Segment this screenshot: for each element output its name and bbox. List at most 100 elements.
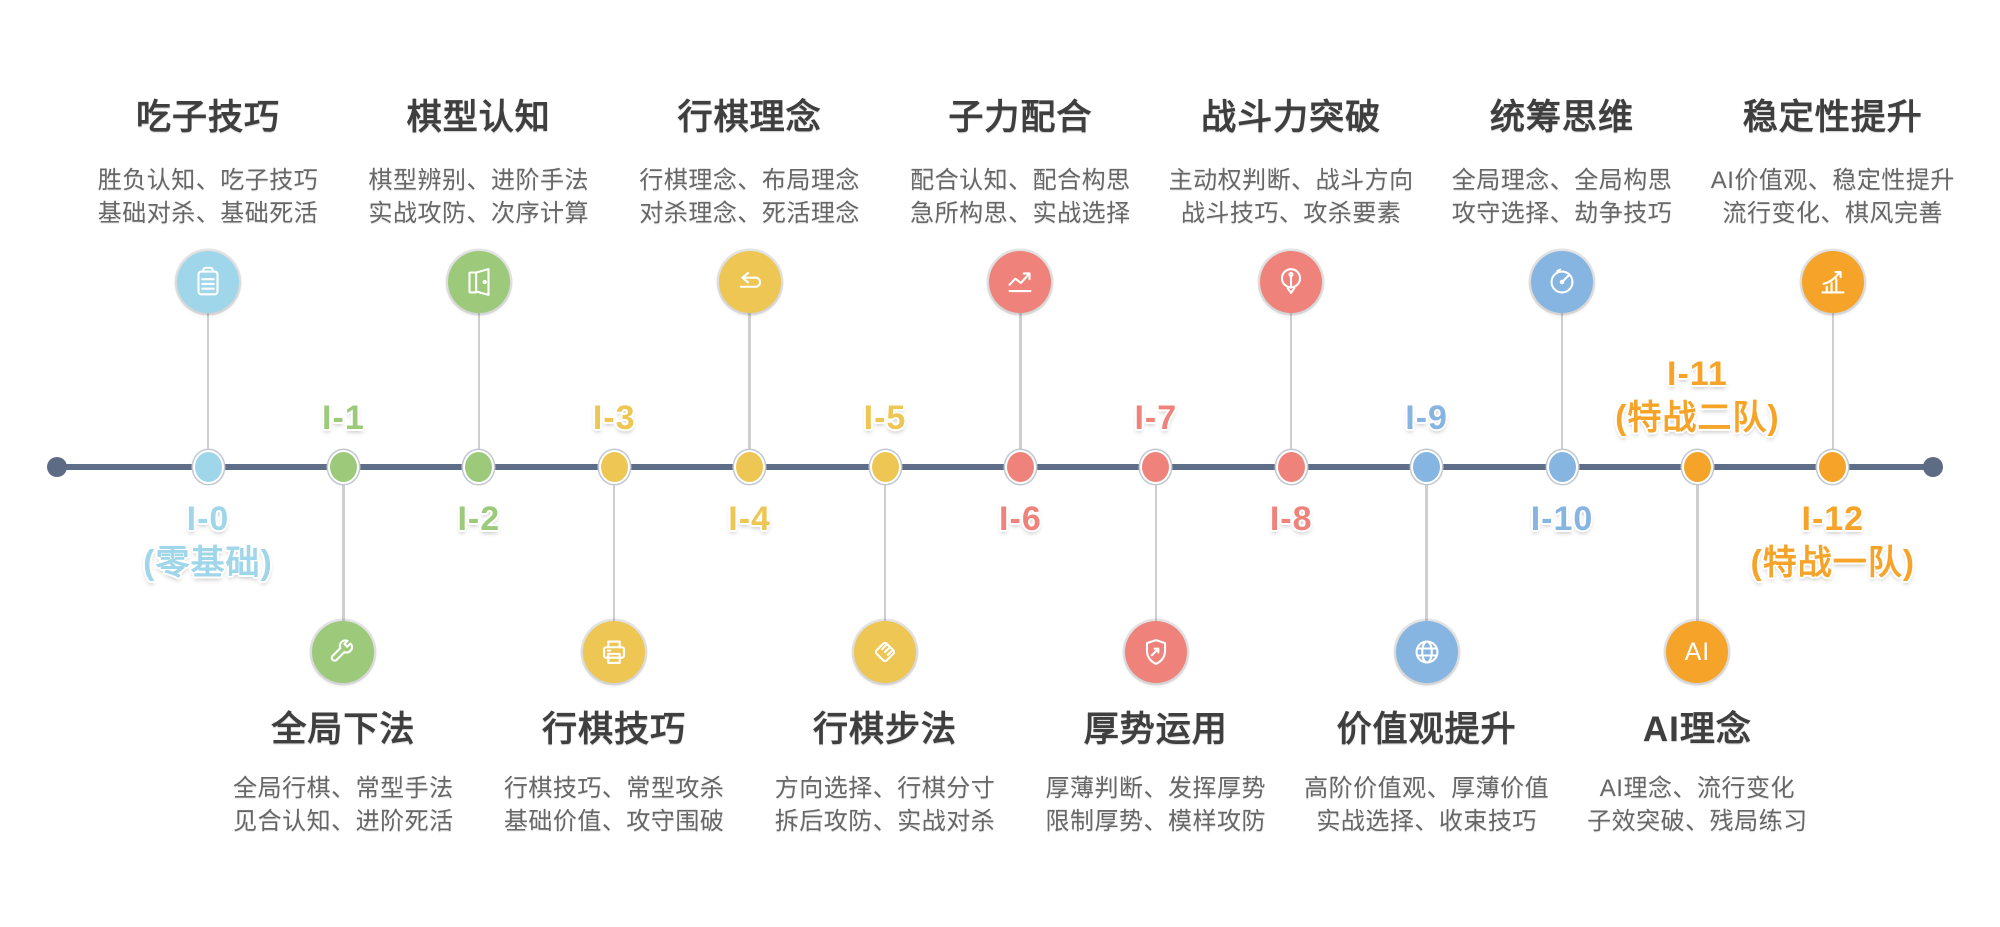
milestone-label-text: I-11	[1667, 355, 1728, 393]
wrench-icon	[312, 621, 375, 683]
timeline-endpoint-left	[47, 457, 67, 477]
milestone-label-text: I-3	[592, 399, 636, 437]
loop-arrow-icon	[718, 251, 781, 313]
section-title: 全局下法	[271, 710, 416, 749]
milestone-sublabel-text: (特战一队)	[1750, 544, 1916, 582]
milestone-sublabel-text: (零基础)	[143, 544, 273, 582]
growth-chart-icon	[1801, 251, 1864, 313]
milestone-connector	[883, 484, 887, 621]
milestone-label-text: I-2	[457, 500, 501, 538]
milestone-node	[1140, 450, 1172, 484]
section-title: AI理念	[1642, 710, 1752, 749]
section-description-line1: 棋型辨别、进阶手法	[368, 167, 590, 194]
section-title: 棋型认知	[406, 98, 551, 137]
section-description: 配合认知、配合构思 急所构思、实战选择	[810, 164, 1230, 230]
section-description: 厚薄判断、发挥厚势 限制厚势、模样攻防	[946, 772, 1366, 838]
milestone-label: I-3	[454, 396, 774, 440]
milestone-node	[1275, 450, 1307, 484]
milestone-connector	[1425, 484, 1428, 621]
section-description-line2: 急所构思、实战选择	[910, 200, 1131, 227]
section-title: 稳定性提升	[1742, 98, 1923, 137]
milestone-node	[463, 450, 495, 484]
section-description-line2: 战斗技巧、攻杀要素	[1180, 200, 1402, 227]
section-description-line2: 限制厚势、模样攻防	[1045, 808, 1267, 835]
section-title: 统筹思维	[1489, 98, 1634, 137]
milestone-node	[327, 450, 359, 484]
clipboard-icon	[177, 251, 239, 313]
milestone-connector	[206, 313, 210, 450]
section-description-line2: 流行变化、棋风完善	[1722, 200, 1944, 227]
milestone-node	[869, 450, 901, 484]
section-description-line1: 配合认知、配合构思	[910, 167, 1131, 194]
milestone-label: I-12 (特战一队)	[1673, 497, 1993, 585]
section-description: 主动权判断、战斗方向 战斗技巧、攻杀要素	[1081, 164, 1501, 230]
section-description-line1: 方向选择、行棋分寸	[774, 775, 996, 802]
section-description-line1: 厚薄判断、发挥厚势	[1045, 775, 1267, 802]
section-description: 行棋技巧、常型攻杀 基础价值、攻守围破	[404, 772, 824, 838]
milestone-connector	[748, 313, 751, 450]
milestone-node	[598, 450, 630, 484]
section-description: 胜负认知、吃子技巧 基础对杀、基础死活	[0, 164, 418, 230]
milestone-label: I-4	[590, 497, 910, 541]
section-description: AI理念、流行变化 子效突破、残局练习	[1487, 772, 1907, 838]
section-description-line2: 对杀理念、死活理念	[639, 200, 860, 227]
section-title: 吃子技巧	[135, 98, 280, 137]
handshake-icon	[854, 621, 916, 683]
section-description-line1: 高阶价值观、厚薄价值	[1304, 775, 1550, 802]
section-description: 行棋理念、布局理念 对杀理念、死活理念	[540, 164, 960, 230]
section-description-line1: 行棋理念、布局理念	[639, 167, 860, 194]
section-description-line2: 基础价值、攻守围破	[503, 808, 725, 835]
milestone-label-text: I-0	[186, 500, 230, 538]
milestone-node	[1004, 450, 1036, 484]
section-description-line1: 行棋技巧、常型攻杀	[503, 775, 725, 802]
section-description-line2: 实战攻防、次序计算	[368, 200, 590, 227]
milestone-connector	[1560, 313, 1564, 450]
milestone-label: I-6	[860, 497, 1180, 541]
milestone-label-text: I-6	[999, 500, 1042, 538]
section-description-line1: AI价值观、稳定性提升	[1710, 167, 1955, 194]
milestone-node	[1546, 450, 1578, 484]
milestone-label: I-11 (特战二队)	[1537, 352, 1857, 440]
milestone-connector	[1831, 313, 1835, 450]
milestone-sublabel-text: (特战二队)	[1615, 399, 1780, 437]
milestone-connector	[1696, 484, 1699, 621]
section-description-line1: AI理念、流行变化	[1599, 775, 1795, 802]
section-title: 子力配合	[948, 98, 1093, 137]
timer-icon	[1531, 251, 1593, 313]
milestone-label: I-10	[1402, 497, 1722, 541]
section-title: 行棋理念	[677, 98, 822, 137]
light-bulb-icon	[1260, 251, 1323, 313]
section-description-line2: 攻守选择、劫争技巧	[1451, 200, 1673, 227]
section-title: 行棋技巧	[542, 710, 687, 749]
section-title: 行棋步法	[812, 710, 957, 749]
section-description: 高阶价值观、厚薄价值 实战选择、收束技巧	[1217, 772, 1637, 838]
globe-icon	[1395, 621, 1458, 683]
milestone-node	[734, 450, 766, 484]
section-description-line1: 全局理念、全局构思	[1451, 167, 1673, 194]
milestone-node	[1411, 450, 1443, 484]
milestone-connector	[1019, 313, 1022, 450]
section-description-line1: 全局行棋、常型手法	[233, 775, 454, 802]
milestone-label: I-2	[319, 497, 639, 541]
section-description: 棋型辨别、进阶手法 实战攻防、次序计算	[269, 164, 689, 230]
section-description-line1: 主动权判断、战斗方向	[1168, 167, 1414, 194]
section-description: 全局行棋、常型手法 见合认知、进阶死活	[133, 772, 553, 838]
milestone-connector	[477, 313, 481, 450]
milestone-label-text: I-1	[322, 399, 365, 437]
milestone-label-text: I-10	[1530, 500, 1594, 538]
milestone-connector	[1289, 313, 1293, 450]
section-description-line2: 见合认知、进阶死活	[233, 808, 454, 835]
ai-icon: AI	[1666, 621, 1729, 683]
milestone-label-text: I-9	[1405, 399, 1448, 437]
section-description: AI价值观、稳定性提升 流行变化、棋风完善	[1623, 164, 2000, 230]
section-description: 方向选择、行棋分寸 拆后攻防、实战对杀	[675, 772, 1095, 838]
milestone-node	[192, 450, 224, 484]
milestone-label-text: I-7	[1134, 399, 1178, 437]
milestone-label: I-0 (零基础)	[48, 497, 368, 585]
open-door-icon	[447, 251, 510, 313]
ai-icon-text: AI	[1684, 637, 1711, 666]
milestone-label: I-7	[996, 396, 1316, 440]
milestone-label: I-9	[1267, 396, 1587, 440]
shield-arrow-icon	[1124, 621, 1187, 683]
